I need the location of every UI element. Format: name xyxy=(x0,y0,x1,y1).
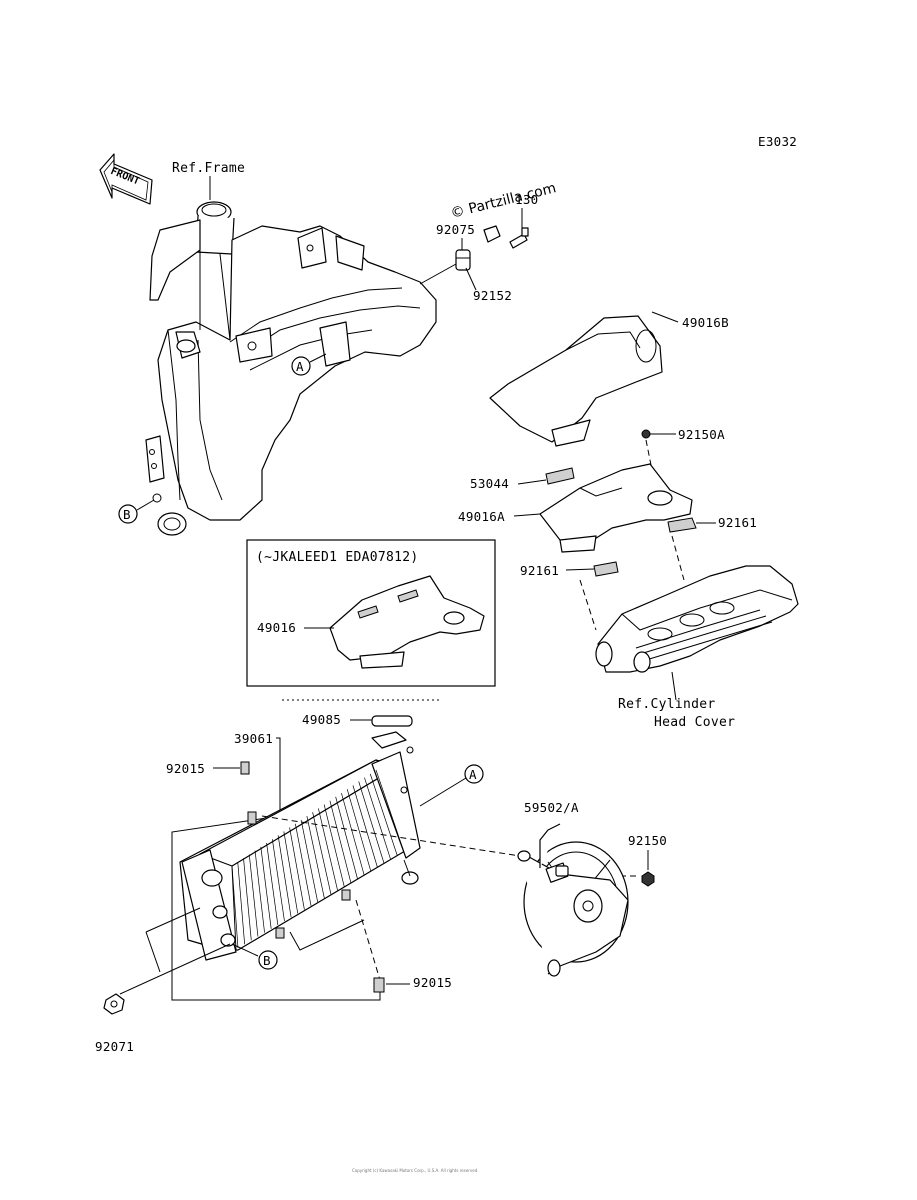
callout-a-radiator xyxy=(464,764,484,784)
inset-box xyxy=(246,539,496,687)
heat-shield-49016 xyxy=(329,575,485,669)
pad-92161-right-icon xyxy=(667,517,697,533)
frame-drawing xyxy=(145,201,437,536)
radiator-fin xyxy=(260,846,272,929)
radiator-fin xyxy=(306,816,325,899)
radiator-fin xyxy=(369,773,398,856)
heat-shield-49016a xyxy=(539,463,693,553)
callout-a-radiator-letter: A xyxy=(469,767,477,782)
radiator-fin xyxy=(318,808,338,891)
callout-b-frame-letter: B xyxy=(123,507,131,522)
front-arrow-icon: FRONT xyxy=(99,153,153,205)
radiator-fin xyxy=(243,858,252,941)
radiator-fin xyxy=(266,842,279,926)
cooling-fan-59502 xyxy=(517,823,629,977)
part-39061-label: 39061 xyxy=(234,731,273,746)
radiator-fin xyxy=(237,862,245,945)
part-92152-label: 92152 xyxy=(473,288,512,303)
part-59502-label: 59502/A xyxy=(524,800,579,815)
cylinder-head-cover xyxy=(595,565,799,673)
radiator-cap-49085 xyxy=(371,715,414,754)
radiator-fin xyxy=(352,785,378,868)
diagram-code: E3032 xyxy=(758,134,797,149)
radiator-fin xyxy=(323,804,345,887)
part-130-label: 130 xyxy=(515,192,538,207)
radiator-fin xyxy=(329,800,352,883)
callout-b-frame xyxy=(118,504,138,524)
radiator-fin xyxy=(346,789,372,872)
radiator-fin xyxy=(335,796,358,879)
callout-a-frame xyxy=(291,356,311,376)
radiator-fin xyxy=(277,835,292,918)
callout-a-frame-letter: A xyxy=(296,359,304,374)
nut-92071-icon xyxy=(103,993,125,1015)
radiator-fin xyxy=(364,777,392,860)
radiator-fin xyxy=(300,819,319,902)
radiator-fins xyxy=(231,769,405,949)
inset-caption: (~JKALEED1 EDA07812) xyxy=(256,550,419,565)
ref-cylinder-label-line1: Ref.Cylinder xyxy=(618,697,716,712)
radiator-fin xyxy=(248,854,259,937)
collar-92152-icon xyxy=(483,225,501,243)
bolt-92150-icon xyxy=(641,871,655,887)
radiator-fin xyxy=(289,827,305,910)
grommet-92075-icon xyxy=(455,249,471,271)
part-92071-label: 92071 xyxy=(95,1039,134,1054)
ref-cylinder-label-line2: Head Cover xyxy=(654,715,735,730)
ref-frame-label: Ref.Frame xyxy=(172,161,245,176)
pad-92161-left-icon xyxy=(593,561,619,577)
part-49016-label: 49016 xyxy=(257,620,296,635)
part-49085-label: 49085 xyxy=(302,712,341,727)
radiator-fin xyxy=(271,839,285,922)
footer-copyright: Copyright (c) Kawasaki Motors Corp., U.S… xyxy=(352,1168,479,1173)
radiator-fin xyxy=(231,865,239,949)
radiator-fin xyxy=(254,850,265,933)
part-92150a-label: 92150A xyxy=(678,427,725,442)
radiator-fin xyxy=(283,831,299,914)
part-92075-label: 92075 xyxy=(436,222,475,237)
radiator-fin xyxy=(358,781,385,864)
part-92015-top-label: 92015 xyxy=(166,761,205,776)
bolt-130-icon xyxy=(509,227,529,249)
clip-92015-bottom-icon xyxy=(373,977,385,993)
radiator-fin xyxy=(312,812,332,895)
heat-shield-49016b xyxy=(489,315,663,447)
radiator-fin xyxy=(341,792,365,876)
callout-b-radiator-letter: B xyxy=(263,953,271,968)
part-49016b-label: 49016B xyxy=(682,315,729,330)
part-49016a-label: 49016A xyxy=(458,509,505,524)
part-92161-right-label: 92161 xyxy=(718,515,757,530)
part-92015-bottom-label: 92015 xyxy=(413,975,452,990)
part-92150-label: 92150 xyxy=(628,833,667,848)
pad-53044-icon xyxy=(545,467,575,485)
clip-92015-top-icon xyxy=(240,761,250,775)
radiator-fin xyxy=(375,769,405,853)
bolt-92150a-icon xyxy=(641,429,676,439)
callout-b-radiator xyxy=(258,950,278,970)
watermark: © Partzilla.com xyxy=(449,180,558,222)
part-92161-left-label: 92161 xyxy=(520,563,559,578)
radiator-fin xyxy=(295,823,312,906)
radiator-side-tank xyxy=(181,786,419,961)
part-53044-label: 53044 xyxy=(470,476,509,491)
